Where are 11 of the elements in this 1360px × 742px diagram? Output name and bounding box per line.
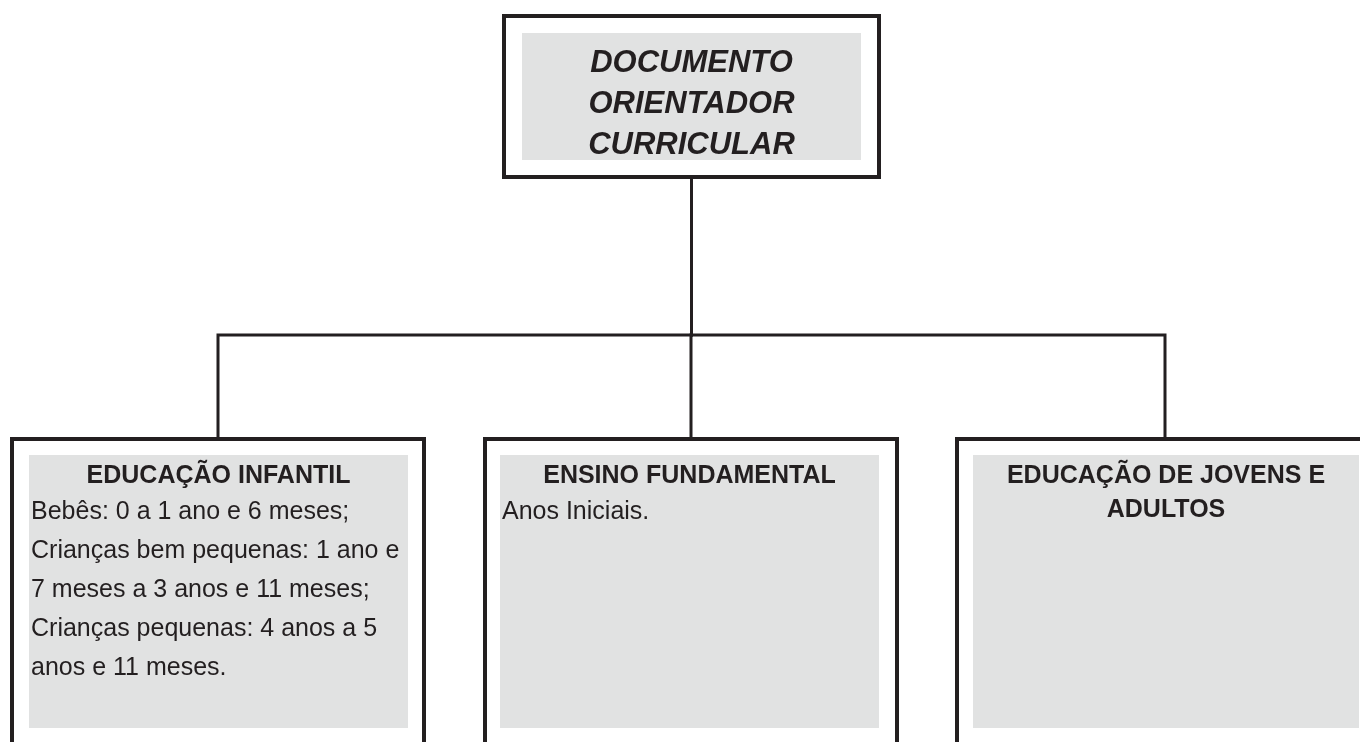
box-heading: ENSINO FUNDAMENTAL — [542, 459, 837, 490]
box-text: Crianças bem pequenas: 1 ano e 7 meses a 3 anos e 11 meses; — [31, 534, 401, 604]
box-heading: EDUCAÇÃO DE JOVENS E ADULTOS — [1005, 458, 1327, 524]
category-box — [10, 437, 426, 742]
box-heading: EDUCAÇÃO INFANTIL — [85, 458, 352, 490]
box-text: Bebês: 0 a 1 ano e 6 meses; — [31, 495, 351, 526]
box-text: Anos Iniciais. — [502, 495, 651, 526]
box-text: Crianças pequenas: 4 anos a 5 anos e 11 meses. — [31, 612, 379, 682]
root-box — [502, 14, 881, 179]
category-box — [483, 437, 899, 742]
title-text: DOCUMENTO ORIENTADOR CURRICULAR — [587, 43, 796, 163]
